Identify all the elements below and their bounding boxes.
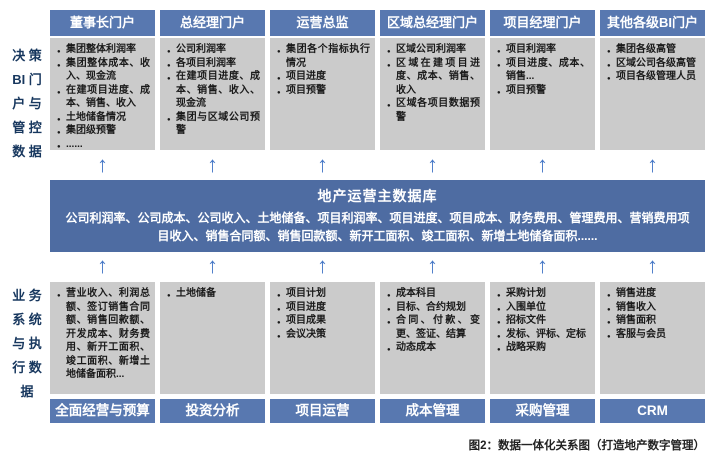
list-item: 各项目利润率	[167, 57, 260, 73]
list-item: 土地储备	[167, 287, 260, 303]
column-project-operations: 项目计划项目进度项目成果会议决策 项目运营	[270, 282, 375, 423]
list-item: 销售收入	[607, 301, 700, 317]
system-label: 全面经营与预算	[50, 399, 155, 423]
up-arrow-icon: ↑	[97, 152, 108, 177]
list-item: 招标文件	[497, 314, 590, 330]
column-chairman-portal: 董事长门户 集团整体利润率集团整体成本、收入、现金流在建项目进度、成本、销售、收…	[50, 10, 155, 150]
up-arrow-icon: ↑	[537, 253, 548, 278]
list-item: 合同、付款、变更、签证、结算	[387, 314, 480, 341]
system-label: 投资分析	[160, 399, 265, 423]
system-data-list: 营业收入、利润总额、签订销售合同额、销售回款额、开发成本、财务费用、新开工面积、…	[50, 282, 155, 394]
list-item: ......	[57, 138, 150, 151]
list-item: 成本科目	[387, 287, 480, 303]
side-label-bi-portals: 决 策 BI 门 户 与 管 控 数 据	[12, 48, 42, 159]
column-regional-gm-portal: 区域总经理门户 区域公司利润率区域在建项目进度、成本、销售、收入区域各项目数据预…	[380, 10, 485, 150]
list-item: 集团整体成本、收入、现金流	[57, 57, 150, 84]
list-item: 在建项目进度、成本、销售、收入、现金流	[167, 70, 260, 111]
list-item: 发标、评标、定标	[497, 328, 590, 344]
database-fields: 公司利润率、公司成本、公司收入、土地储备、项目利润率、项目进度、项目成本、财务费…	[65, 211, 690, 243]
system-label: 采购管理	[490, 399, 595, 423]
list-item: 项目各级管理人员	[607, 70, 700, 86]
column-project-manager-portal: 项目经理门户 项目利润率项目进度、成本、销售...项目预警	[490, 10, 595, 150]
up-arrow-icon: ↑	[537, 152, 548, 177]
portal-data-list: 集团整体利润率集团整体成本、收入、现金流在建项目进度、成本、销售、收入土地储备情…	[50, 38, 155, 150]
up-arrow-icon: ↑	[427, 152, 438, 177]
up-arrow-icon: ↑	[97, 253, 108, 278]
up-arrow-icon: ↑	[207, 253, 218, 278]
portal-data-list: 区域公司利润率区域在建项目进度、成本、销售、收入区域各项目数据预警	[380, 38, 485, 150]
system-data-list: 采购计划入围单位招标文件发标、评标、定标战略采购	[490, 282, 595, 394]
column-general-manager-portal: 总经理门户 公司利润率各项目利润率在建项目进度、成本、销售、收入、现金流集团与区…	[160, 10, 265, 150]
up-arrow-icon: ↑	[317, 152, 328, 177]
list-item: 销售进度	[607, 287, 700, 303]
list-item: 项目计划	[277, 287, 370, 303]
list-item: 客服与会员	[607, 328, 700, 344]
list-item: 项目利润率	[497, 43, 590, 59]
portal-header: 区域总经理门户	[380, 10, 485, 36]
up-arrow-icon: ↑	[317, 253, 328, 278]
list-item: 项目进度、成本、销售...	[497, 57, 590, 84]
list-item: 项目进度	[277, 301, 370, 317]
database-title: 地产运营主数据库	[317, 188, 438, 204]
portal-header: 运营总监	[270, 10, 375, 36]
list-item: 目标、合约规划	[387, 301, 480, 317]
list-item: 区域在建项目进度、成本、销售、收入	[387, 57, 480, 98]
list-item: 公司利润率	[167, 43, 260, 59]
up-arrow-icon: ↑	[647, 152, 658, 177]
list-item: 区域各项目数据预警	[387, 97, 480, 124]
column-investment-analysis: 土地储备 投资分析	[160, 282, 265, 423]
list-item: 在建项目进度、成本、销售、收入	[57, 84, 150, 111]
list-item: 集团各级高管	[607, 43, 700, 59]
portal-header: 项目经理门户	[490, 10, 595, 36]
list-item: 项目成果	[277, 314, 370, 330]
list-item: 土地储备情况	[57, 111, 150, 127]
up-arrow-icon: ↑	[207, 152, 218, 177]
column-budget-management: 营业收入、利润总额、签订销售合同额、销售回款额、开发成本、财务费用、新开工面积、…	[50, 282, 155, 423]
figure-caption: 图2：数据一体化关系图（打造地产数字管理）	[468, 440, 705, 452]
up-arrow-icon: ↑	[427, 253, 438, 278]
list-item: 项目进度	[277, 70, 370, 86]
system-data-list: 土地储备	[160, 282, 265, 394]
list-item: 项目预警	[277, 84, 370, 100]
column-cost-management: 成本科目目标、合约规划合同、付款、变更、签证、结算动态成本 成本管理	[380, 282, 485, 423]
column-procurement-management: 采购计划入围单位招标文件发标、评标、定标战略采购 采购管理	[490, 282, 595, 423]
side-label-business-systems: 业 务 系 统 与 执 行 数 据	[12, 288, 42, 399]
list-item: 集团各个指标执行情况	[277, 43, 370, 70]
list-item: 营业收入、利润总额、签订销售合同额、销售回款额、开发成本、财务费用、新开工面积、…	[57, 287, 150, 382]
list-item: 集团级预警	[57, 124, 150, 140]
list-item: 战略采购	[497, 341, 590, 357]
system-label: 成本管理	[380, 399, 485, 423]
list-item: 区域公司利润率	[387, 43, 480, 59]
list-item: 集团整体利润率	[57, 43, 150, 59]
top-portals-row: 董事长门户 集团整体利润率集团整体成本、收入、现金流在建项目进度、成本、销售、收…	[50, 10, 705, 150]
list-item: 会议决策	[277, 328, 370, 344]
system-data-list: 销售进度销售收入销售面积客服与会员	[600, 282, 705, 394]
arrows-to-database: ↑ ↑ ↑ ↑ ↑ ↑	[50, 252, 705, 280]
column-crm: 销售进度销售收入销售面积客服与会员 CRM	[600, 282, 705, 423]
system-label: 项目运营	[270, 399, 375, 423]
master-database-band: 地产运营主数据库 公司利润率、公司成本、公司收入、土地储备、项目利润率、项目进度…	[50, 180, 705, 252]
list-item: 项目预警	[497, 84, 590, 100]
list-item: 采购计划	[497, 287, 590, 303]
list-item: 区域公司各级高管	[607, 57, 700, 73]
portal-data-list: 公司利润率各项目利润率在建项目进度、成本、销售、收入、现金流集团与区域公司预警	[160, 38, 265, 150]
column-operations-director: 运营总监 集团各个指标执行情况项目进度项目预警	[270, 10, 375, 150]
portal-header: 其他各级BI门户	[600, 10, 705, 36]
up-arrow-icon: ↑	[647, 253, 658, 278]
list-item: 入围单位	[497, 301, 590, 317]
business-systems-row: 营业收入、利润总额、签订销售合同额、销售回款额、开发成本、财务费用、新开工面积、…	[50, 282, 705, 423]
list-item: 集团与区域公司预警	[167, 111, 260, 138]
list-item: 动态成本	[387, 341, 480, 357]
arrows-to-portals: ↑ ↑ ↑ ↑ ↑ ↑	[50, 151, 705, 179]
portal-data-list: 项目利润率项目进度、成本、销售...项目预警	[490, 38, 595, 150]
system-label: CRM	[600, 399, 705, 423]
system-data-list: 项目计划项目进度项目成果会议决策	[270, 282, 375, 394]
portal-header: 总经理门户	[160, 10, 265, 36]
list-item: 销售面积	[607, 314, 700, 330]
portal-data-list: 集团各级高管区域公司各级高管项目各级管理人员	[600, 38, 705, 150]
column-other-bi-portals: 其他各级BI门户 集团各级高管区域公司各级高管项目各级管理人员	[600, 10, 705, 150]
portal-data-list: 集团各个指标执行情况项目进度项目预警	[270, 38, 375, 150]
portal-header: 董事长门户	[50, 10, 155, 36]
system-data-list: 成本科目目标、合约规划合同、付款、变更、签证、结算动态成本	[380, 282, 485, 394]
